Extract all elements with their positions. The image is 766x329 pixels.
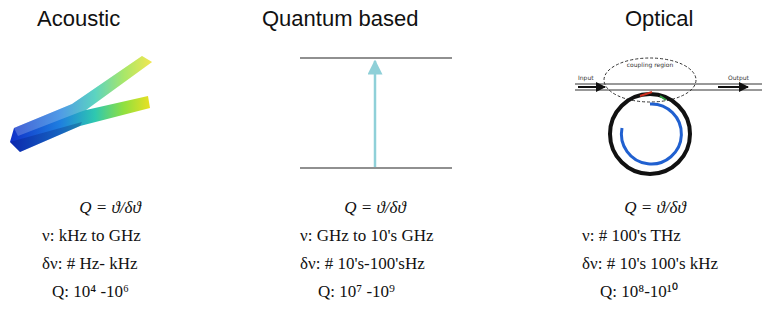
q-formula: Q = ϑ/δϑ (344, 198, 406, 218)
spec-line: ν: # 100's THz (582, 226, 681, 246)
spec-line: Q: 10⁴ -10⁶ (52, 282, 129, 302)
q-formula: Q = ϑ/δϑ (624, 198, 686, 218)
spec-line: ν: kHz to GHz (42, 226, 141, 246)
port-label: Output (728, 75, 749, 82)
section-heading: Quantum based (262, 6, 419, 31)
section-heading: Optical (625, 6, 693, 31)
region-label: coupling region (627, 62, 673, 69)
ring-resonator (575, 58, 762, 174)
spec-line: ν: GHz to 10's GHz (300, 226, 434, 246)
tuning-fork (10, 56, 152, 152)
energy-levels (300, 58, 452, 168)
spec-line: Q: 10⁷ -10⁹ (318, 282, 395, 302)
spec-line: δν: # 10's-100'sHz (300, 254, 425, 274)
spec-line: Q: 10⁸-10¹⁰ (600, 282, 678, 302)
spec-line: δν: # Hz- kHz (42, 254, 137, 274)
port-label: Input (578, 75, 594, 82)
spec-line: δν: # 10's 100's kHz (582, 254, 718, 274)
section-heading: Acoustic (37, 6, 120, 31)
q-formula: Q = ϑ/δϑ (79, 198, 141, 218)
